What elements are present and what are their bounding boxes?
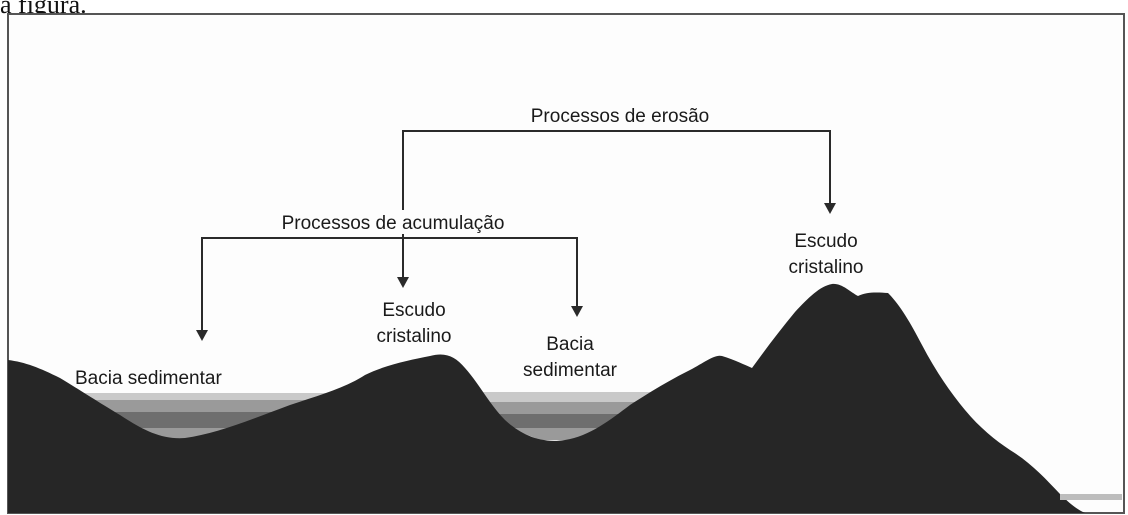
erosion-label-bg	[490, 103, 750, 127]
shield-right-label-line1: Escudo	[794, 231, 857, 252]
arrow-head-accumulation-right	[571, 306, 583, 317]
sediment-layer-light	[70, 393, 330, 400]
basin-right-label-line1: Bacia	[546, 334, 594, 355]
accumulation-process-label: Processos de acumulação	[282, 213, 505, 234]
accumulation-bracket-line	[201, 237, 578, 332]
basin-right-label-line2: sedimentar	[523, 360, 618, 381]
arrow-head-erosion-left	[397, 277, 409, 288]
sediment-layer-light	[470, 392, 665, 402]
erosion-process-label: Processos de erosão	[531, 106, 710, 127]
terrain-profile	[8, 283, 1085, 513]
basin-left-label: Bacia sedimentar	[75, 368, 222, 389]
shield-middle-label-line2: cristalino	[377, 326, 452, 347]
accumulation-label-bg	[232, 210, 554, 234]
accumulation-connector	[196, 237, 583, 341]
arrow-head-erosion-right	[824, 203, 836, 214]
sediment-layer-mid	[482, 402, 658, 414]
shelf-strip	[1060, 494, 1122, 500]
shield-right-label-line2: cristalino	[789, 257, 864, 278]
sediment-layer-mid	[80, 400, 320, 412]
erosion-connector	[397, 130, 836, 288]
shield-middle-label-line1: Escudo	[382, 300, 445, 321]
erosion-bracket-line	[402, 130, 831, 279]
arrow-head-accumulation-left	[196, 330, 208, 341]
